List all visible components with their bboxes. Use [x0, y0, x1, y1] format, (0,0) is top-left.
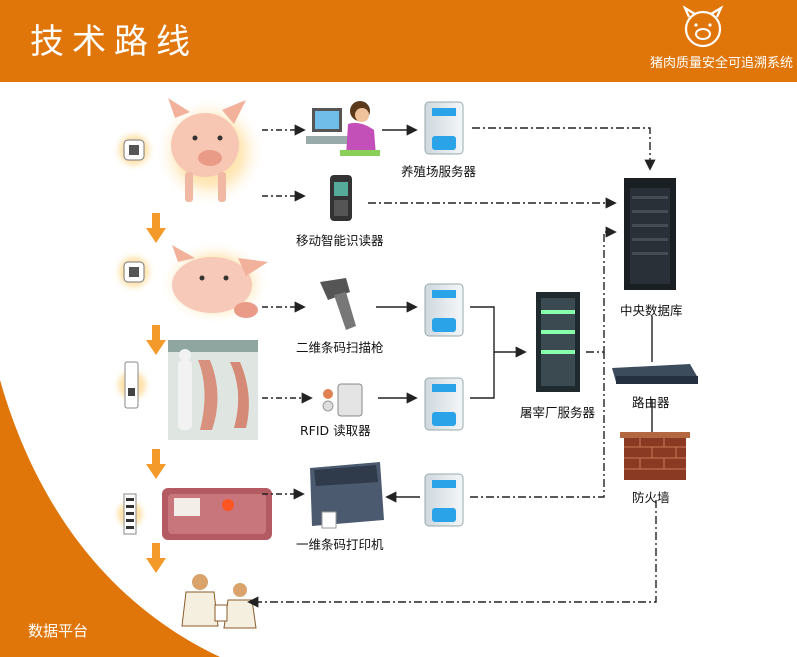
- label-rfid-reader: RFID 读取器: [300, 423, 371, 438]
- label-farm-server: 养殖场服务器: [401, 164, 477, 179]
- down-arrow-2: [146, 325, 166, 355]
- rfid-reader-image: [322, 383, 363, 417]
- conn-firewall-consumer: [247, 500, 657, 608]
- pig-logo-icon: [682, 5, 724, 48]
- conn-rfidserver-slaughter: [470, 352, 495, 399]
- down-arrow-4: [146, 543, 166, 573]
- label-qr-scanner: 二维条码扫描枪: [296, 340, 384, 355]
- label-mobile-reader: 移动智能识读器: [296, 233, 384, 248]
- barcode-label: [112, 493, 148, 535]
- page-subtitle: 猪肉质量安全可追溯系统: [649, 56, 793, 71]
- label-barcode-printer: 一维条码打印机: [296, 537, 384, 552]
- label-central-db: 中央数据库: [620, 303, 683, 318]
- piglet-image: [155, 97, 265, 207]
- ear-tag-1: [112, 128, 156, 172]
- connectors: [247, 124, 657, 608]
- slaughterhouse-image: [168, 340, 258, 440]
- ear-tag-2: [112, 250, 156, 294]
- conn-slaughter-db: [586, 226, 617, 353]
- qr-server-image: [424, 283, 464, 337]
- rfid-server-image: [424, 377, 464, 431]
- footer-label: 数据平台: [28, 622, 89, 640]
- conn-printserver-slaughter: [470, 352, 605, 498]
- pig-head-image: [160, 241, 270, 325]
- label-firewall: 防火墙: [632, 490, 670, 505]
- meat-package-image: [162, 488, 272, 540]
- conn-farmserver-db: [472, 127, 656, 171]
- down-arrow-3: [146, 449, 166, 479]
- print-server-image: [424, 473, 464, 527]
- farm-operator-image: [306, 101, 380, 156]
- page-title: 技术路线: [30, 22, 198, 62]
- farm-server-image: [424, 101, 464, 155]
- down-arrow-1: [146, 213, 166, 243]
- background-swoosh: [0, 380, 220, 657]
- qr-scanner-image: [320, 278, 356, 330]
- firewall-image: [620, 432, 690, 480]
- label-slaughter-server: 屠宰厂服务器: [520, 405, 596, 420]
- router-image: [612, 364, 698, 384]
- header-bar: 技术路线 猪肉质量安全可追溯系统: [0, 0, 797, 82]
- flow-arrows: [146, 213, 166, 573]
- barcode-printer-image: [310, 462, 384, 529]
- slaughter-server-image: [536, 292, 580, 392]
- conn-qrserver-slaughter: [470, 306, 527, 358]
- mobile-reader-image: [330, 175, 352, 221]
- label-router: 路由器: [632, 395, 670, 410]
- consumers-image: [181, 574, 257, 629]
- central-database-image: [624, 178, 676, 290]
- carcass-tag: [112, 361, 152, 409]
